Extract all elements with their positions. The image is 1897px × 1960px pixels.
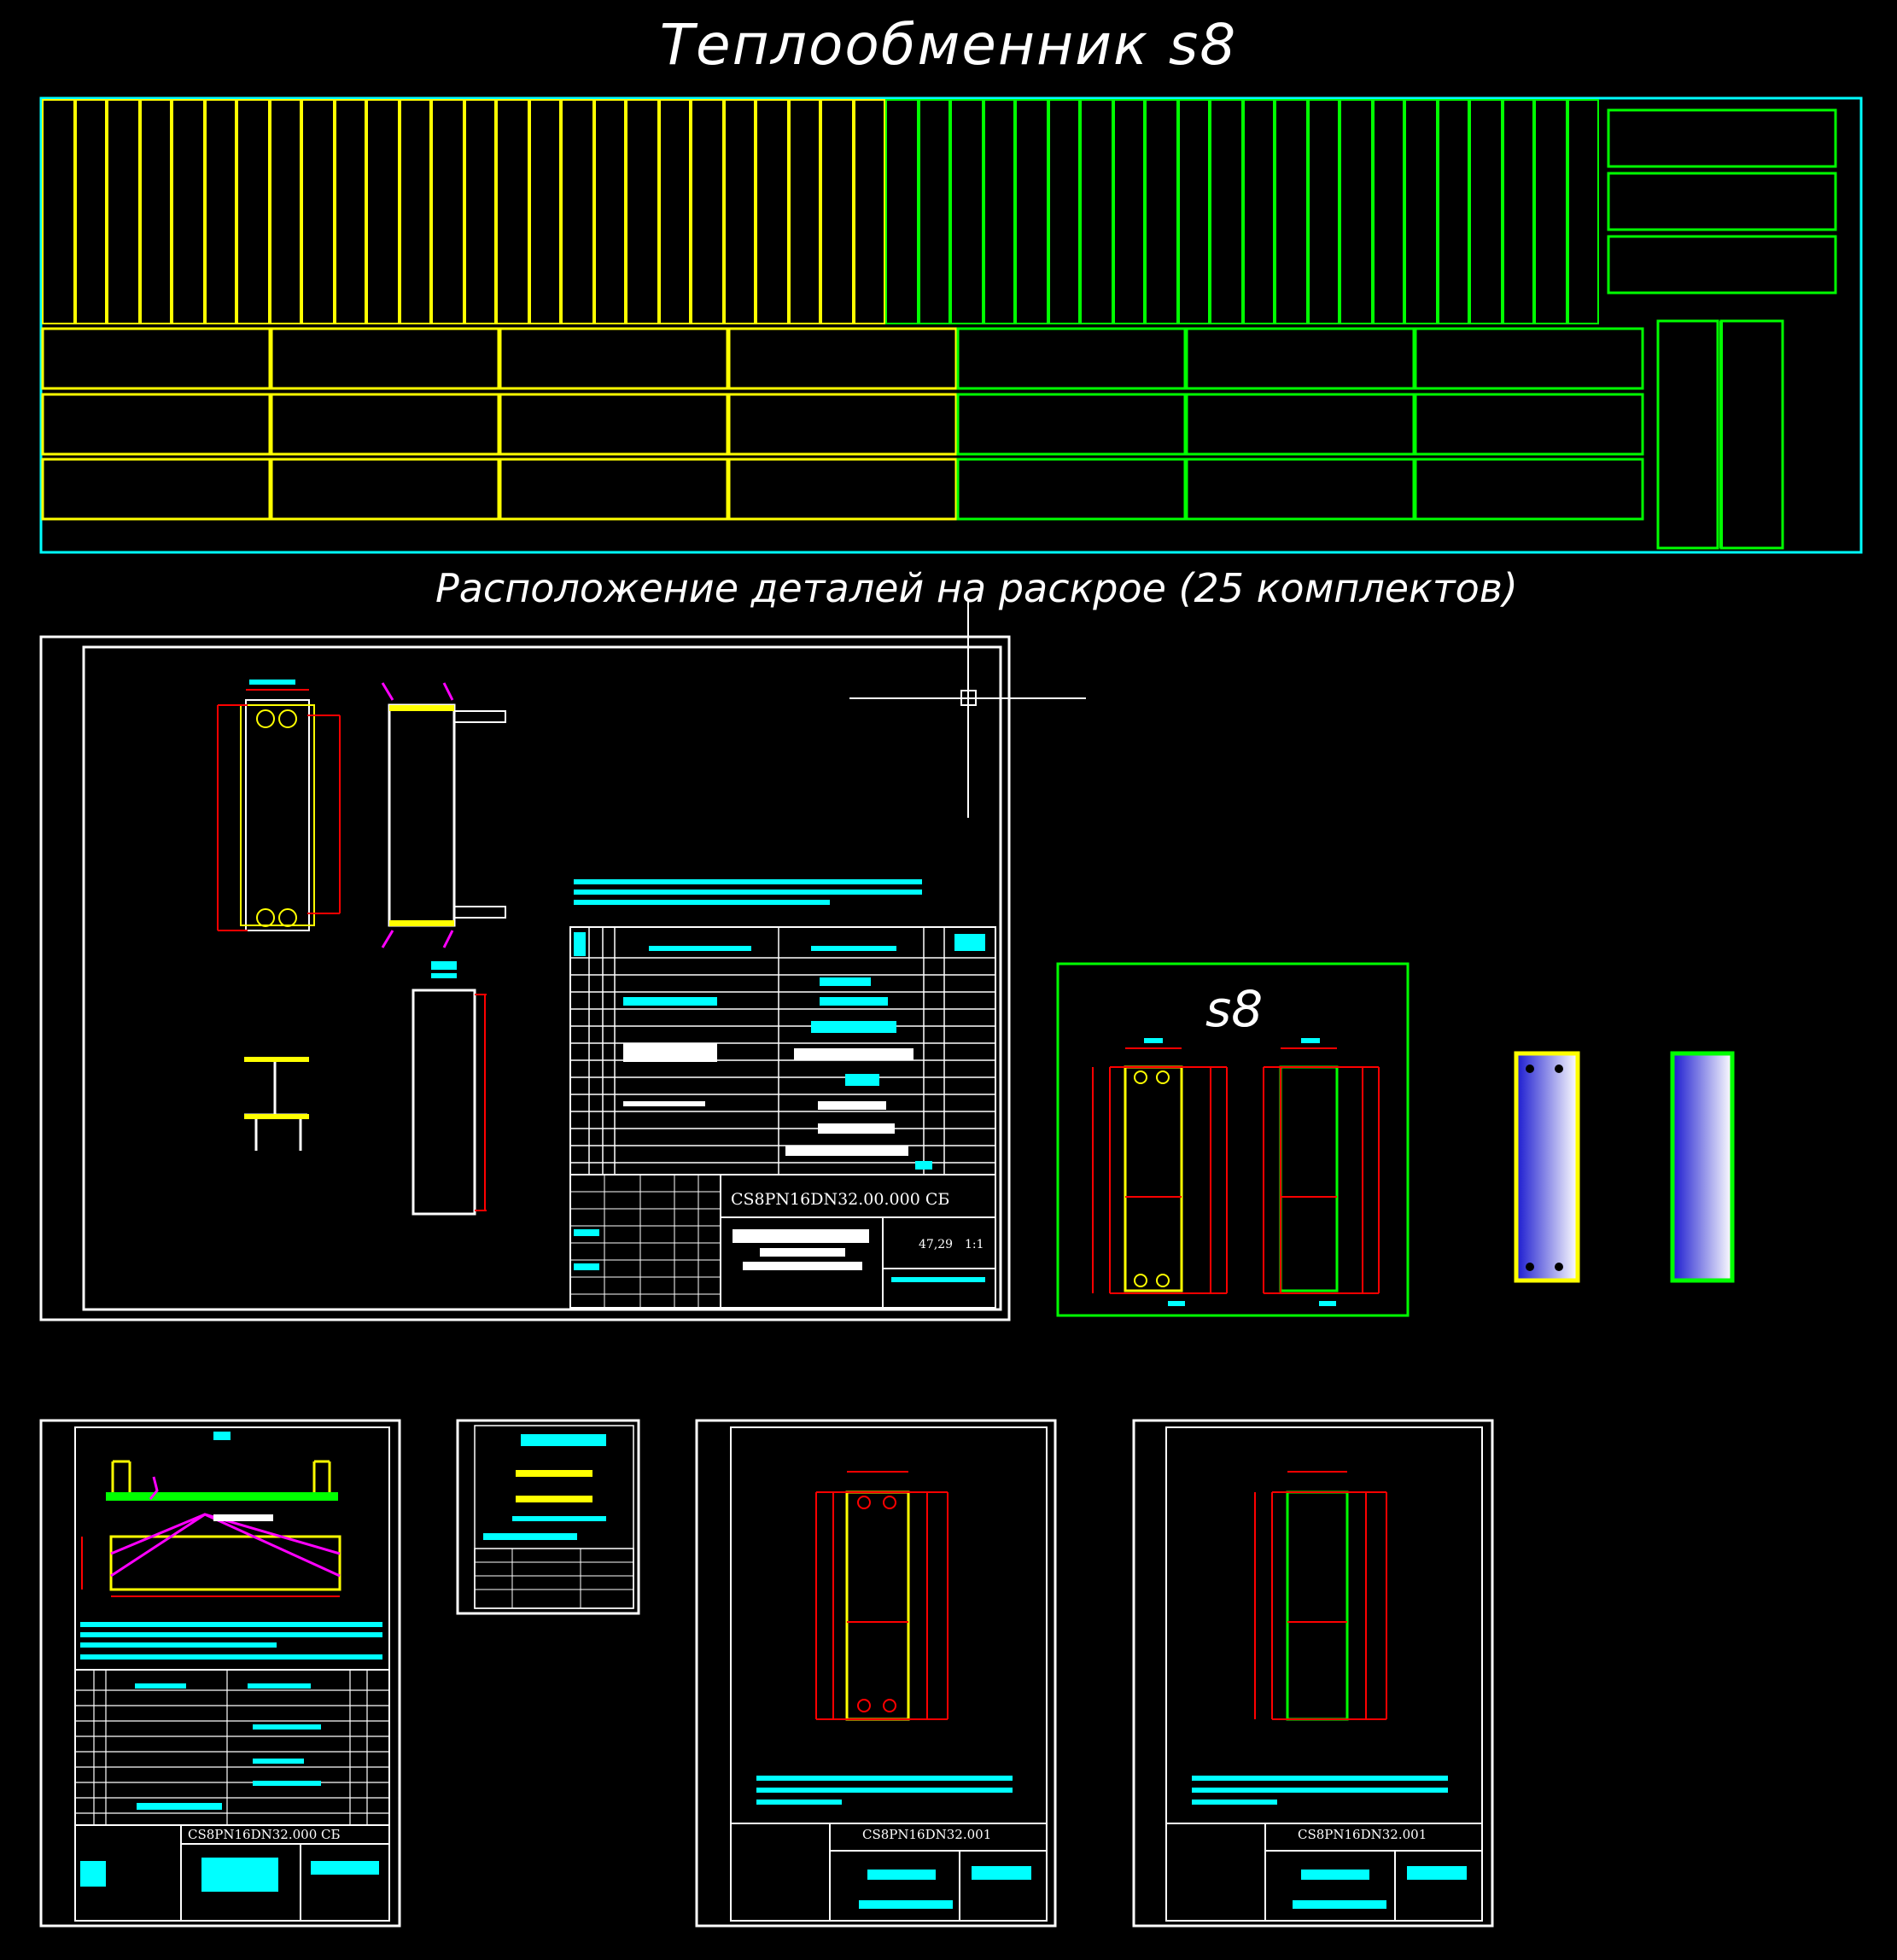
scale-value: 1:1 [965, 1238, 984, 1251]
nested-part [727, 327, 958, 390]
nested-part [270, 458, 500, 521]
part-detail-frame-s8 [1056, 962, 1410, 1317]
nested-part [499, 458, 729, 521]
nested-part [1414, 458, 1644, 521]
nested-part [727, 393, 958, 456]
sheet1-designation: CS8PN16DN32.000 СБ [188, 1827, 341, 1842]
nested-part [1185, 393, 1415, 456]
nested-part [1607, 172, 1837, 231]
nested-part [1607, 235, 1837, 295]
nested-part [499, 327, 729, 390]
nested-part [41, 393, 271, 456]
nested-part [1185, 327, 1415, 390]
nested-part [1607, 108, 1837, 168]
nesting-sheet [39, 96, 1863, 554]
sheet4-designation: CS8PN16DN32.001 [1298, 1827, 1427, 1842]
nested-part [1719, 319, 1784, 550]
drawing-sheet-bottom-1 [39, 1419, 401, 1928]
nested-part [41, 458, 271, 521]
nested-part [1185, 458, 1415, 521]
drawing-title: Теплообменник s8 [659, 12, 1238, 78]
part-title: s8 [1205, 980, 1264, 1038]
nested-part [270, 327, 500, 390]
nested-part [956, 393, 1187, 456]
assembly-designation: CS8PN16DN32.00.000 СБ [731, 1190, 950, 1209]
nested-part [499, 393, 729, 456]
nested-part [727, 458, 958, 521]
nested-part [1414, 327, 1644, 390]
nested-part [270, 393, 500, 456]
nested-part [956, 327, 1187, 390]
drawing-sheet-assembly [39, 635, 1011, 1321]
shaded-plate-green [1670, 1051, 1735, 1283]
nested-part [1414, 393, 1644, 456]
nested-part [956, 458, 1187, 521]
nested-part [1656, 319, 1719, 550]
mass-value: 47,29 [919, 1238, 954, 1251]
drawing-sheet-bottom-2 [456, 1419, 640, 1615]
drawing-sheet-bottom-3 [695, 1419, 1057, 1928]
nesting-layout-title: Расположение деталей на раскрое (25 комп… [435, 565, 1518, 611]
sheet3-designation: CS8PN16DN32.001 [862, 1827, 992, 1842]
drawing-sheet-bottom-4 [1132, 1419, 1494, 1928]
nested-part [41, 327, 271, 390]
crosshair-cursor [849, 602, 1086, 818]
shaded-plate-yellow [1514, 1051, 1580, 1283]
